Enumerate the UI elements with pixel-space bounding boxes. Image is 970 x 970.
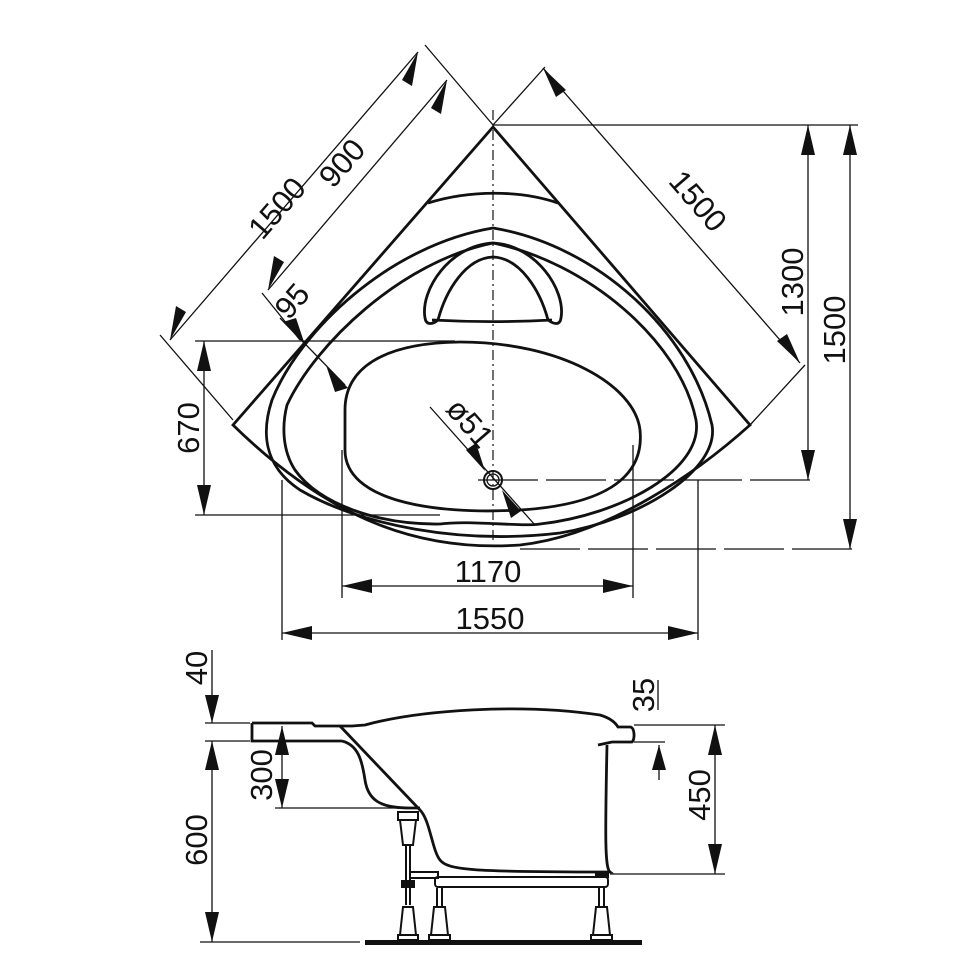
dim-rim-width: 95 — [268, 277, 348, 392]
tub-left-rim — [252, 707, 636, 747]
dim-label-rim-thickness-right: 35 — [626, 678, 661, 712]
seat-wall — [341, 739, 420, 810]
sloped-back — [338, 725, 614, 874]
support-frame — [434, 876, 609, 888]
dim-left-offset: 670 — [171, 341, 211, 515]
dim-rim-thickness-right: 35 — [626, 678, 666, 780]
rim-outline — [265, 226, 714, 538]
dim-label-height-total: 1500 — [817, 296, 852, 365]
dim-rim-thickness-left: 40 — [179, 650, 219, 723]
dim-height-drain: 1300 — [775, 125, 815, 480]
dim-label-inner-depth: 900 — [312, 132, 372, 194]
headrest-strip — [427, 191, 559, 205]
top-view: 1500 900 95 1500 1300 — [159, 44, 858, 640]
dim-label-left-offset: 670 — [171, 402, 206, 454]
dim-label-basin-width: 1170 — [455, 554, 522, 589]
dim-overall-height: 600 — [179, 741, 219, 942]
floor — [365, 940, 642, 945]
dim-label-outer-width: 1550 — [456, 601, 525, 636]
dim-label-overall-height: 600 — [179, 814, 214, 866]
dim-basin-depth: 450 — [682, 725, 722, 874]
dim-drain-diameter: ø51 — [429, 391, 536, 526]
dim-seat-depth: 300 — [244, 726, 289, 808]
dim-label-rim-thickness-left: 40 — [179, 651, 214, 685]
leg-middle — [428, 888, 451, 941]
leg-right — [590, 872, 613, 941]
dim-side-right: 1500 — [542, 67, 801, 364]
side-view: 40 600 300 35 450 — [179, 650, 725, 945]
dim-label-side-left: 1500 — [241, 171, 313, 246]
basin — [343, 340, 642, 513]
inner-rim-outline — [282, 241, 698, 527]
dim-label-seat-depth: 300 — [244, 749, 279, 801]
dim-label-basin-depth: 450 — [682, 769, 717, 821]
headrest — [423, 241, 563, 325]
dim-label-rim-width: 95 — [268, 277, 317, 326]
dim-label-drain-diameter: ø51 — [439, 391, 500, 454]
dim-label-side-right: 1500 — [662, 164, 734, 239]
dim-outer-width: 1550 — [282, 601, 698, 640]
dim-basin-width: 1170 — [342, 554, 633, 593]
leg-left — [397, 811, 419, 941]
dim-label-height-drain: 1300 — [775, 248, 810, 317]
dim-height-total: 1500 — [817, 125, 857, 549]
